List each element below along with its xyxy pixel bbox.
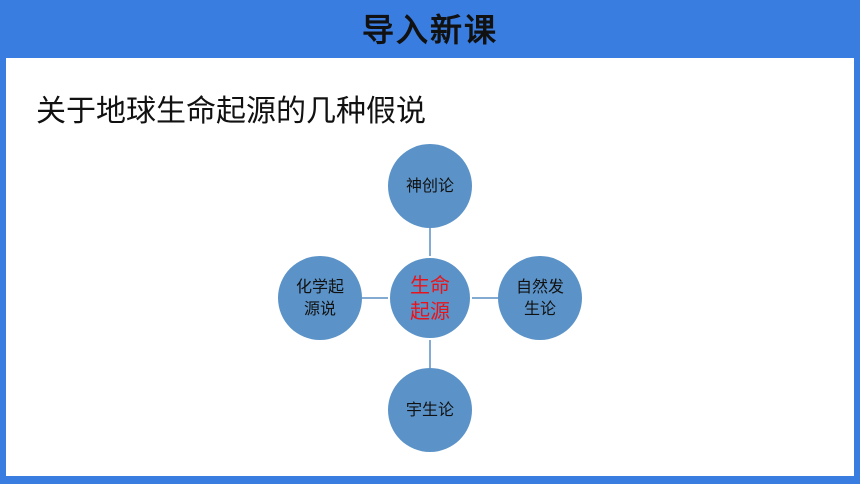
- slide-subtitle: 关于地球生命起源的几种假说: [36, 94, 426, 129]
- node-right-label: 自然发生论: [515, 277, 564, 318]
- node-center: 生命起源: [388, 256, 472, 340]
- node-right: 自然发生论: [498, 256, 582, 340]
- node-bottom: 宇生论: [388, 368, 472, 452]
- node-left: 化学起源说: [278, 256, 362, 340]
- node-top-label: 神创论: [405, 176, 454, 195]
- content-panel: 关于地球生命起源的几种假说 神创论 化学起源说 生命起源 自然发生论 宇生论: [6, 58, 854, 476]
- node-top: 神创论: [388, 144, 472, 228]
- node-center-label: 生命起源: [410, 273, 450, 323]
- node-bottom-label: 宇生论: [405, 400, 454, 419]
- slide-title: 导入新课: [361, 11, 498, 49]
- node-left-label: 化学起源说: [295, 277, 344, 318]
- diagram-connectors: [362, 228, 498, 368]
- title-bar: 导入新课: [0, 0, 860, 56]
